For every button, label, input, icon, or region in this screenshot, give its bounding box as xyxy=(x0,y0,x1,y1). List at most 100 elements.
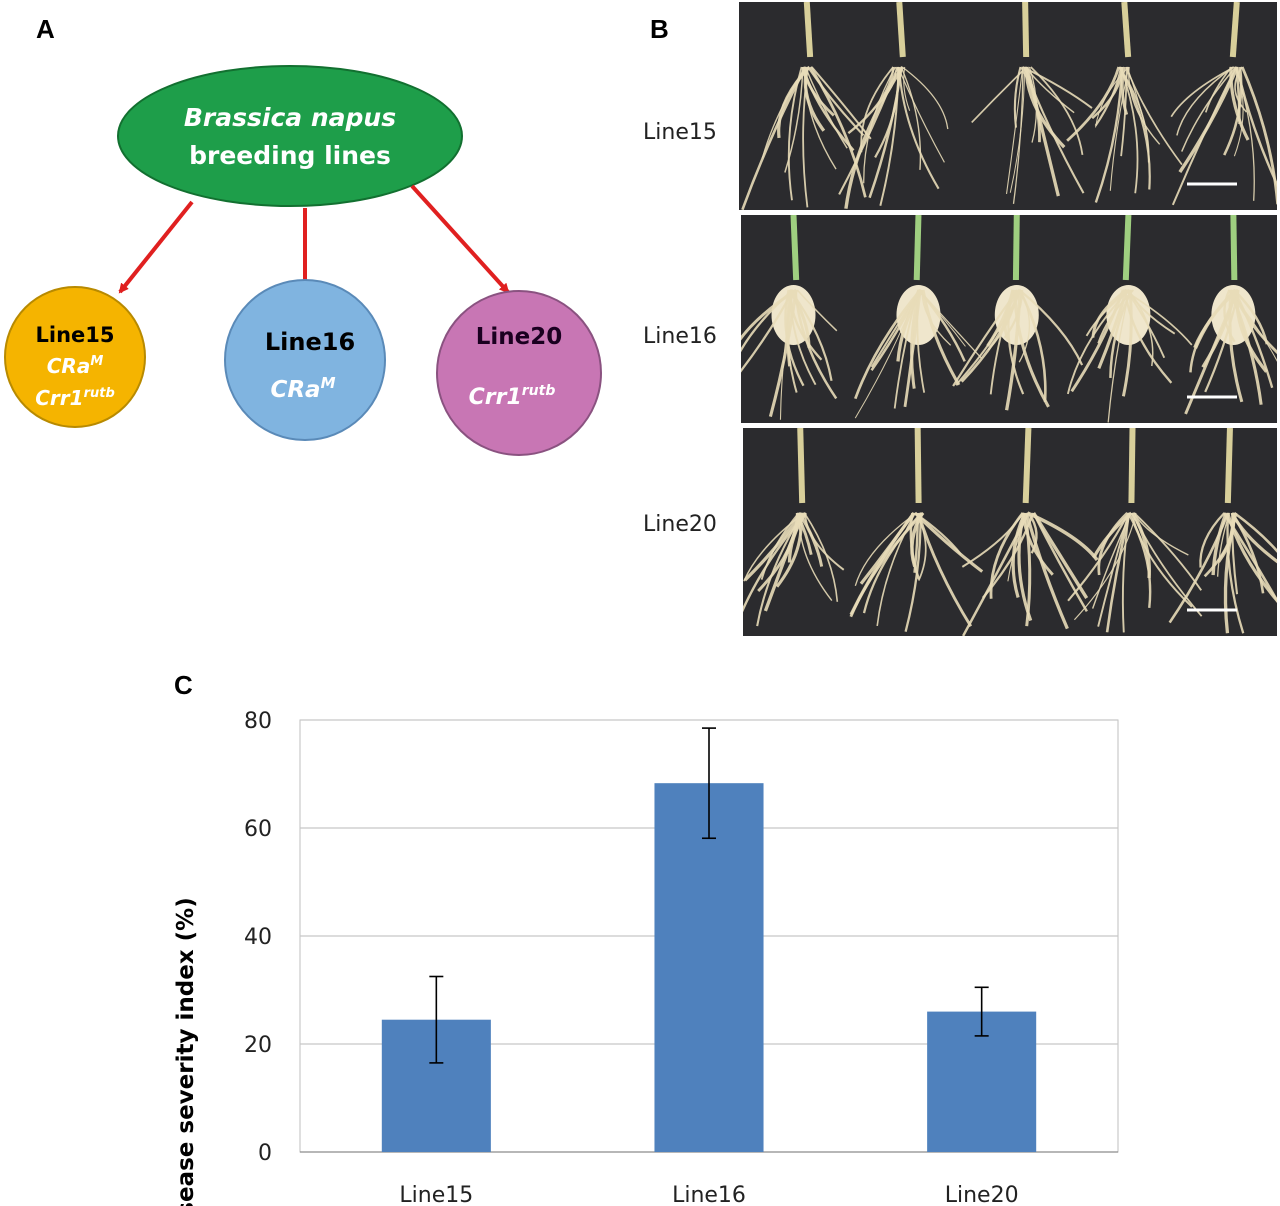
root-strand xyxy=(768,289,798,418)
photo-label-line15: Line15 xyxy=(643,120,717,145)
panel-label-a: A xyxy=(36,14,55,44)
root-strand xyxy=(1020,66,1041,126)
root-strand xyxy=(797,512,824,567)
root-strand xyxy=(1233,289,1269,345)
root-strand xyxy=(903,66,911,111)
root-strand xyxy=(1228,289,1244,403)
root-strand xyxy=(1022,66,1093,109)
root-strand xyxy=(1233,511,1277,553)
root-strand xyxy=(1127,512,1152,608)
root-strand xyxy=(893,289,919,409)
root-strand xyxy=(784,289,805,387)
root-strand xyxy=(1097,289,1129,369)
root-strand xyxy=(1023,512,1032,627)
root-strand xyxy=(1013,66,1022,128)
root-strand xyxy=(1240,66,1277,205)
x-tick-label: Line15 xyxy=(399,1183,473,1206)
root-strand xyxy=(921,289,961,386)
root-strand xyxy=(1012,66,1024,204)
node-line15: Line15 CRaM Crr1rutb xyxy=(4,286,146,428)
plant-stem xyxy=(1022,428,1032,504)
root-strand xyxy=(1003,289,1022,341)
root-strand xyxy=(803,512,845,571)
root-strand xyxy=(986,289,1015,347)
root-strand xyxy=(1170,66,1235,118)
root-strand xyxy=(1233,66,1244,157)
root-strand xyxy=(849,512,925,618)
plant-stem xyxy=(914,428,922,504)
root-strand xyxy=(1168,512,1230,624)
node-line20: Line20 Crr1rutb xyxy=(436,290,602,456)
root-strand xyxy=(1005,66,1024,195)
root-strand xyxy=(1193,288,1239,349)
bar-line16 xyxy=(654,783,764,1152)
root-strand xyxy=(1125,289,1166,359)
root-strand xyxy=(863,66,897,184)
node-line20-gene-1: Crr1rutb xyxy=(469,383,556,410)
node-line15-gene-2: Crr1rutb xyxy=(35,386,115,410)
y-axis-title: Disease severity index (%) xyxy=(173,897,199,1206)
panel-label-c: C xyxy=(174,670,193,700)
plant-stem xyxy=(790,215,800,281)
root-strand xyxy=(876,512,916,627)
plant-stem xyxy=(1121,2,1132,58)
root-strand xyxy=(1229,66,1250,141)
error-bar-line16 xyxy=(702,727,716,840)
root-strand xyxy=(1230,512,1265,594)
y-tick-label: 40 xyxy=(244,925,272,950)
root-strand xyxy=(1066,66,1121,142)
root-strand xyxy=(1226,512,1245,634)
root-strand xyxy=(900,66,922,170)
root-strand xyxy=(796,289,838,332)
photo-label-line20: Line20 xyxy=(643,512,717,537)
plant-stem xyxy=(896,2,906,58)
root-strand xyxy=(809,66,867,198)
error-bar-line20 xyxy=(974,986,989,1037)
root-strand xyxy=(1228,289,1277,362)
node-line15-gene-1: CRaM xyxy=(47,354,104,378)
root-strand xyxy=(741,66,807,210)
root-photo-line15 xyxy=(739,2,1277,210)
plant-stem xyxy=(1224,428,1233,504)
root-strand xyxy=(1176,66,1234,136)
root-strand xyxy=(802,66,809,208)
root-strand xyxy=(1125,66,1183,166)
root-strand xyxy=(1018,289,1084,366)
root-species: Brassica napus xyxy=(184,103,396,132)
root-strand xyxy=(962,512,1030,636)
root-subtitle: breeding lines xyxy=(189,141,391,170)
root-strand xyxy=(961,512,1024,568)
error-bar-line15 xyxy=(429,975,444,1064)
x-tick-label: Line16 xyxy=(672,1183,746,1206)
root-strand xyxy=(1211,512,1228,576)
root-strand xyxy=(1203,512,1236,578)
root-strand xyxy=(1095,66,1129,128)
x-tick-label: Line20 xyxy=(945,1183,1019,1206)
root-strand xyxy=(847,66,895,135)
root-strand xyxy=(1223,66,1243,156)
root-strand xyxy=(1004,289,1022,411)
root-strand xyxy=(910,512,925,568)
root-strand xyxy=(784,66,804,173)
plant-stem xyxy=(1128,428,1136,504)
root-strand xyxy=(1109,66,1130,191)
root-photo-line16 xyxy=(741,215,1277,423)
plant-stem xyxy=(1012,215,1020,281)
y-tick-label: 0 xyxy=(258,1141,272,1166)
root-strand xyxy=(794,289,838,400)
root-strand xyxy=(807,66,865,137)
node-line16-title: Line16 xyxy=(265,328,355,356)
root-strand xyxy=(915,512,927,581)
root-strand xyxy=(1024,66,1075,114)
root-strand xyxy=(1226,512,1277,603)
root-strand xyxy=(854,289,919,419)
root-strand xyxy=(901,66,949,130)
root-photo-line20 xyxy=(743,428,1277,636)
root-strand xyxy=(741,289,794,353)
root-strand xyxy=(874,66,900,159)
root-strand xyxy=(1119,66,1139,194)
root-strand xyxy=(1204,289,1240,393)
root-strand xyxy=(1066,289,1130,395)
plant-stem xyxy=(797,428,806,504)
root-strand xyxy=(803,512,839,602)
